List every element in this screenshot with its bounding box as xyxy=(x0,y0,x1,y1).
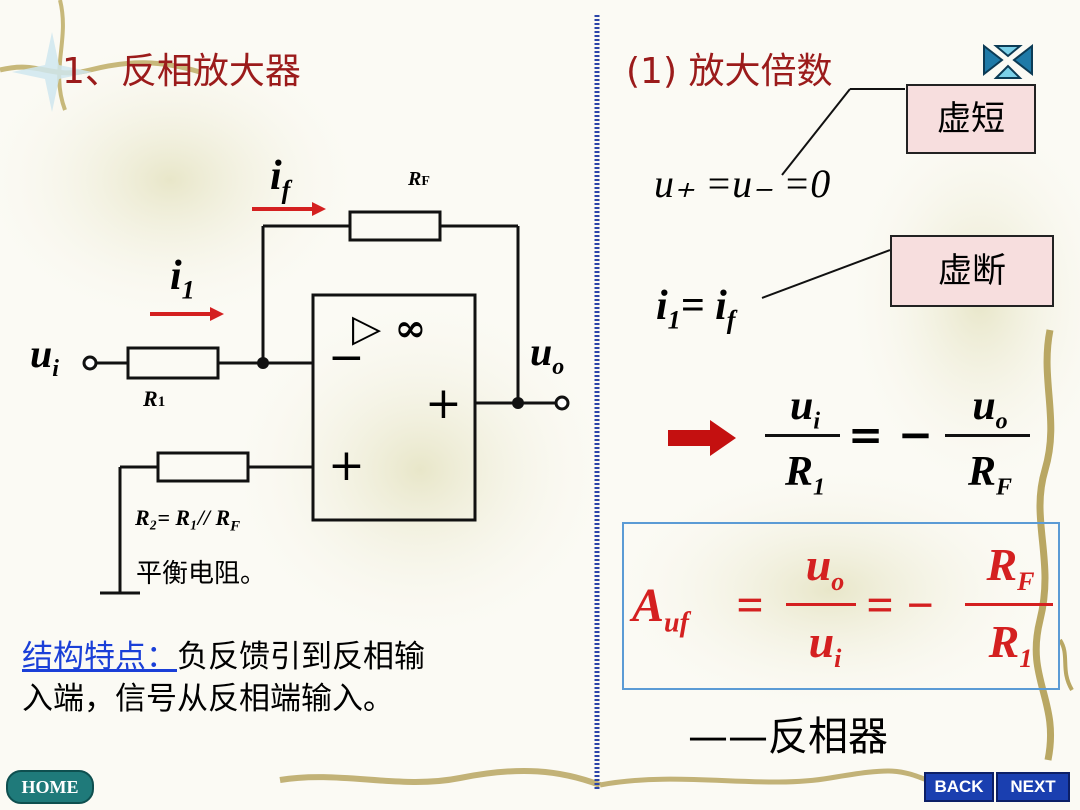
formula-frac-line xyxy=(965,603,1053,606)
label-r2: R₂= R₁// RF xyxy=(135,505,241,535)
junction-dot xyxy=(512,397,524,409)
label-infinity: ▷ ∞ xyxy=(352,305,427,350)
label-minus: − xyxy=(328,332,365,383)
frac-line xyxy=(765,434,840,437)
label-ui: ui xyxy=(30,331,59,382)
virtual-open-tag: 虚断 xyxy=(890,235,1054,307)
equation-virtual-open: i1= if xyxy=(656,283,736,335)
frac-equals: = − xyxy=(848,410,934,459)
label-i1: i1 xyxy=(170,253,195,305)
junction-dot xyxy=(257,357,269,369)
frac-ui-numerator: ui xyxy=(789,383,821,435)
return-icon[interactable] xyxy=(982,44,1034,82)
formula-ui: ui xyxy=(808,616,842,674)
home-button[interactable]: HOME xyxy=(6,770,94,804)
label-balance-resistor: 平衡电阻。 xyxy=(136,559,267,589)
formula-equals-minus: = − xyxy=(866,579,935,632)
equation-virtual-short: u₊ =u₋ =0 xyxy=(654,161,831,206)
inverting-amplifier-circuit xyxy=(82,202,570,595)
formula-r1: R1 xyxy=(988,616,1033,674)
gain-formula-box xyxy=(622,522,1060,690)
label-rf: RF xyxy=(408,168,430,190)
frac-line xyxy=(945,434,1030,437)
feature-description: 结构特点：负反馈引到反相输 入端，信号从反相端输入。 xyxy=(22,639,425,717)
next-button[interactable]: NEXT xyxy=(996,772,1070,802)
frac-rf-denominator: RF xyxy=(967,449,1013,501)
frac-uo-numerator: uo xyxy=(972,383,1008,435)
formula-auf: Auf xyxy=(632,579,689,639)
formula-uo: uo xyxy=(805,539,845,597)
formula-rf: RF xyxy=(986,539,1035,597)
section-title: 1、反相放大器 xyxy=(62,51,301,92)
inverter-label: ——反相器 xyxy=(688,714,888,760)
input-terminal xyxy=(82,355,98,371)
virtual-short-tag: 虚短 xyxy=(906,84,1036,154)
label-if: if xyxy=(270,153,291,205)
feature-link[interactable]: 结构特点： xyxy=(22,639,177,675)
output-terminal xyxy=(554,395,570,411)
implies-arrow-icon xyxy=(668,420,736,456)
label-plus-output: + xyxy=(425,378,462,429)
formula-equals: = xyxy=(736,579,764,632)
op-amp-body xyxy=(311,293,477,522)
gain-heading: (1) 放大倍数 xyxy=(626,51,833,92)
back-button[interactable]: BACK xyxy=(924,772,994,802)
formula-frac-line xyxy=(786,603,856,606)
label-uo: uo xyxy=(530,329,565,380)
label-plus-input: + xyxy=(328,440,365,491)
frac-ui-denominator: R1 xyxy=(784,449,825,501)
label-r1: R1 xyxy=(143,386,166,411)
